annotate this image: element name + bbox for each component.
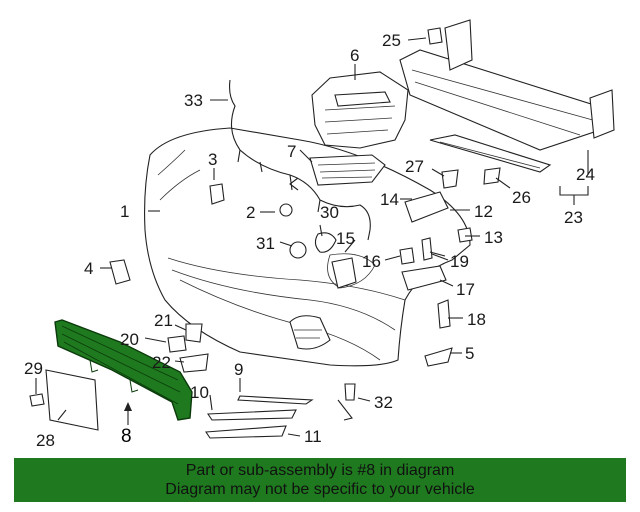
bumper-cover-part-1[interactable] xyxy=(144,127,471,367)
callout-8-highlighted: 8 xyxy=(121,426,132,447)
banner-line-disclaimer: Diagram may not be specific to your vehi… xyxy=(165,481,475,498)
callout-4: 4 xyxy=(84,259,93,278)
small-components xyxy=(29,27,501,439)
grille-part-6[interactable] xyxy=(311,71,409,149)
callout-7: 7 xyxy=(287,142,296,161)
callout-31: 31 xyxy=(256,234,275,253)
callout-22: 22 xyxy=(152,353,171,372)
callout-13: 13 xyxy=(484,228,503,247)
banner-line-part-number: Part or sub-assembly is #8 in diagram xyxy=(185,462,455,479)
callout-12: 12 xyxy=(474,202,493,221)
callout-16: 16 xyxy=(362,252,381,271)
callout-1: 1 xyxy=(120,202,129,221)
reinforcement-bar-part-24[interactable] xyxy=(399,19,615,173)
callout-20: 20 xyxy=(120,330,139,349)
callout-27: 27 xyxy=(405,157,424,176)
callout-21: 21 xyxy=(154,311,173,330)
part-info-banner: Part or sub-assembly is #8 in diagram Di… xyxy=(14,458,626,502)
callout-10: 10 xyxy=(190,383,209,402)
upper-grille-part-7[interactable] xyxy=(309,154,386,186)
callout-19: 19 xyxy=(450,252,469,271)
callout-32: 32 xyxy=(374,393,393,412)
wiring-harness-part-33[interactable] xyxy=(229,79,371,241)
callout-25: 25 xyxy=(382,31,401,50)
callout-23: 23 xyxy=(564,208,583,227)
callout-30: 30 xyxy=(320,203,339,222)
callout-17: 17 xyxy=(456,280,475,299)
callout-28: 28 xyxy=(36,431,55,450)
callout-18: 18 xyxy=(467,310,486,329)
callout-14: 14 xyxy=(380,190,399,209)
callout-26: 26 xyxy=(512,188,531,207)
callout-2: 2 xyxy=(246,203,255,222)
callout-33: 33 xyxy=(184,91,203,110)
callout-leaders xyxy=(35,37,589,437)
callout-9: 9 xyxy=(234,360,243,379)
callout-29: 29 xyxy=(24,359,43,378)
callout-5: 5 xyxy=(465,344,474,363)
callout-labels: 1 2 3 4 5 6 7 8 9 10 11 12 13 14 15 16 1… xyxy=(24,31,595,450)
callout-3: 3 xyxy=(208,150,217,169)
front-bumper-exploded-diagram: 1 2 3 4 5 6 7 8 9 10 11 12 13 14 15 16 1… xyxy=(24,19,615,450)
callout-15: 15 xyxy=(336,229,355,248)
callout-6: 6 xyxy=(350,46,359,65)
callout-11: 11 xyxy=(304,427,322,446)
highlighted-part-8-lower-absorber[interactable] xyxy=(54,319,193,425)
callout-24: 24 xyxy=(576,165,595,184)
